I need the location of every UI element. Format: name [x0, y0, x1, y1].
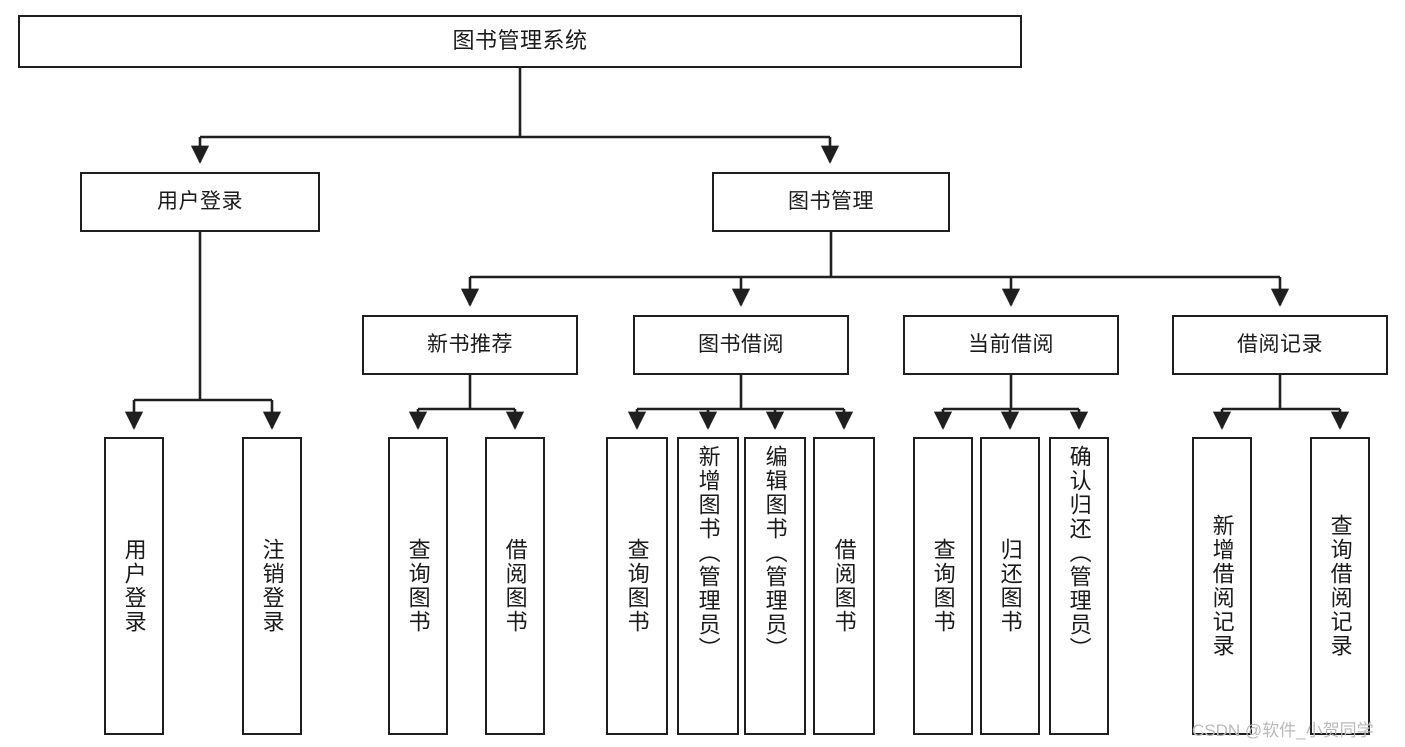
node-leaf-confirm-return-label: 确认归还（管理员）: [1066, 445, 1092, 661]
node-leaf-query-book-2[interactable]: 查询图书: [606, 437, 668, 735]
csdn-watermark: CSDN @软件_小贺同学: [1192, 721, 1374, 740]
node-book-manage-label: 图书管理: [788, 190, 874, 214]
node-leaf-edit-book[interactable]: 编辑图书（管理员）: [744, 437, 806, 735]
node-leaf-borrow-book-2-label: 借阅图书: [831, 538, 857, 634]
node-leaf-confirm-return[interactable]: 确认归还（管理员）: [1049, 437, 1109, 735]
node-book-borrow-label: 图书借阅: [698, 333, 784, 357]
node-leaf-add-record-label: 新增借阅记录: [1209, 514, 1235, 658]
node-book-manage[interactable]: 图书管理: [712, 172, 950, 232]
node-leaf-logout-label: 注销登录: [259, 538, 285, 634]
node-leaf-add-book-label: 新增图书（管理员）: [695, 445, 721, 661]
node-leaf-user-login[interactable]: 用户登录: [104, 437, 164, 735]
node-user-login[interactable]: 用户登录: [80, 172, 320, 232]
node-leaf-return-book-label: 归还图书: [997, 538, 1023, 634]
node-leaf-query-book-3[interactable]: 查询图书: [913, 437, 973, 735]
node-current-borrow[interactable]: 当前借阅: [903, 315, 1119, 375]
node-leaf-edit-book-label: 编辑图书（管理员）: [762, 445, 788, 661]
node-leaf-query-record-label: 查询借阅记录: [1327, 514, 1353, 658]
node-user-login-label: 用户登录: [157, 190, 243, 214]
node-new-book-rec-label: 新书推荐: [427, 333, 513, 357]
node-book-borrow[interactable]: 图书借阅: [633, 315, 849, 375]
node-leaf-query-book-1-label: 查询图书: [405, 538, 431, 634]
node-leaf-borrow-book-1-label: 借阅图书: [502, 538, 528, 634]
node-borrow-record-label: 借阅记录: [1237, 333, 1323, 357]
node-leaf-return-book[interactable]: 归还图书: [980, 437, 1040, 735]
node-leaf-query-book-2-label: 查询图书: [624, 538, 650, 634]
node-current-borrow-label: 当前借阅: [968, 333, 1054, 357]
node-leaf-add-record[interactable]: 新增借阅记录: [1192, 437, 1252, 735]
node-root[interactable]: 图书管理系统: [18, 15, 1022, 68]
node-leaf-query-book-3-label: 查询图书: [930, 538, 956, 634]
node-leaf-borrow-book-2[interactable]: 借阅图书: [813, 437, 875, 735]
node-leaf-query-record[interactable]: 查询借阅记录: [1310, 437, 1370, 735]
node-root-label: 图书管理系统: [452, 28, 588, 54]
node-leaf-add-book[interactable]: 新增图书（管理员）: [677, 437, 739, 735]
node-borrow-record[interactable]: 借阅记录: [1172, 315, 1388, 375]
node-leaf-logout[interactable]: 注销登录: [242, 437, 302, 735]
node-leaf-borrow-book-1[interactable]: 借阅图书: [485, 437, 545, 735]
node-new-book-rec[interactable]: 新书推荐: [362, 315, 578, 375]
node-leaf-user-login-label: 用户登录: [121, 538, 147, 634]
node-leaf-query-book-1[interactable]: 查询图书: [388, 437, 448, 735]
